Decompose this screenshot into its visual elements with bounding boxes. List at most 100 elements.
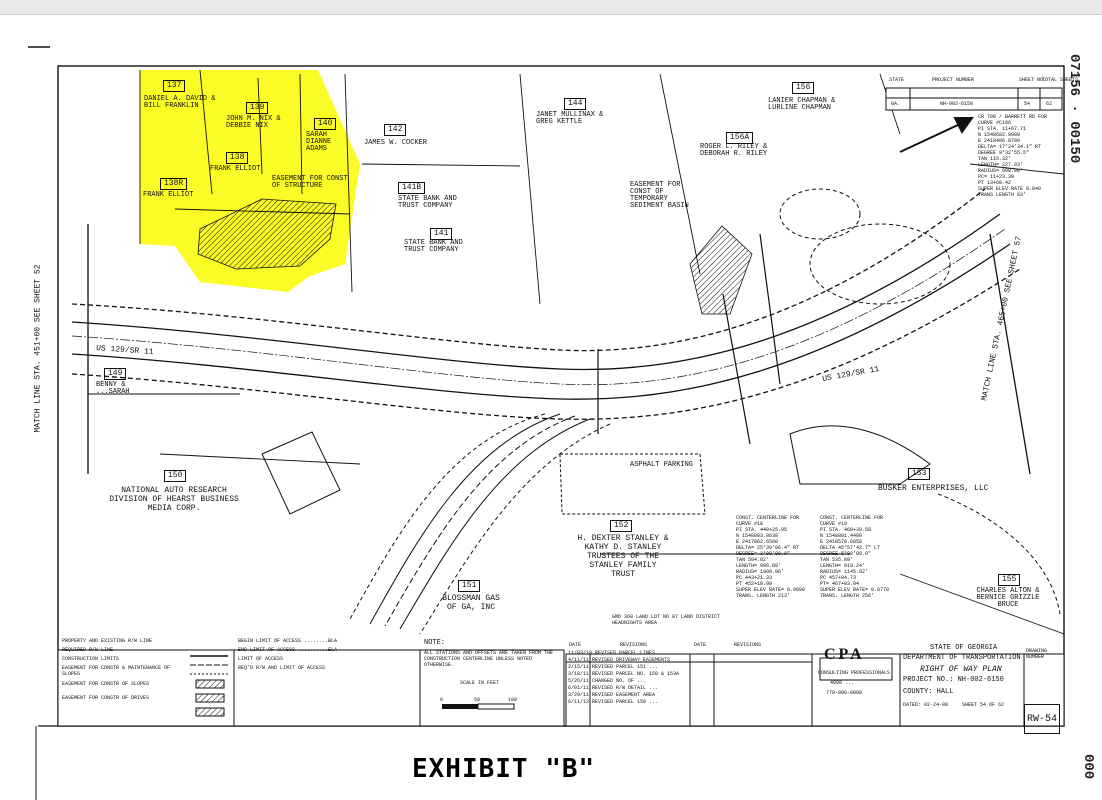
parcel-number: 150 bbox=[164, 470, 187, 482]
parcel-number: 137 bbox=[163, 80, 186, 92]
parcel-owner: FRANK ELLIOT bbox=[210, 165, 261, 173]
consultant-address: 4000 ... bbox=[830, 680, 855, 686]
revisions-header-2: REVISIONS bbox=[734, 642, 762, 648]
parcel-number: 156A bbox=[726, 132, 754, 144]
parcel-owner: LANIER CHAPMAN & LURLINE CHAPMAN bbox=[768, 97, 836, 112]
curve-c106-data: CR 700 / BARRETT RD FOR CURVE #C106 PI S… bbox=[978, 114, 1048, 198]
parcel-owner: STATE BANK AND TRUST COMPANY bbox=[404, 239, 463, 254]
title-dept: DEPARTMENT OF TRANSPORTATION bbox=[903, 654, 1021, 662]
title-county: COUNTY: HALL bbox=[903, 688, 954, 696]
note-title: NOTE: bbox=[424, 639, 446, 647]
parcel-owner: BENNY & ...SARAH bbox=[96, 381, 130, 396]
legend-access-item: REQ'D R/W AND LIMIT OF ACCESS bbox=[238, 665, 326, 671]
state-value: GA. bbox=[891, 101, 901, 107]
project-header-table bbox=[885, 87, 1063, 111]
match-line-right bbox=[989, 233, 1031, 475]
parcel-number: 151 bbox=[458, 580, 481, 592]
parcel-number: 155 bbox=[998, 574, 1021, 586]
consultant-box bbox=[811, 653, 901, 727]
revisions-table bbox=[565, 653, 813, 727]
legend-swatches bbox=[190, 655, 228, 717]
parcel-owner: FRANK ELLIOT bbox=[143, 191, 194, 199]
title-state: STATE OF GEORGIA bbox=[930, 644, 998, 652]
file-stamp-top: 07156 · 00150 bbox=[1066, 54, 1082, 164]
revisions-header: REVISIONS bbox=[620, 642, 648, 648]
parcel-owner: JOHN M. NIX & DEBBIE NIX bbox=[226, 115, 281, 130]
easement-structure-note: EASEMENT FOR CONST OF STRUCTURE bbox=[272, 175, 348, 190]
parcel-owner: H. DEXTER STANLEY & KATHY D. STANLEY TRU… bbox=[577, 534, 669, 579]
legend-item: REQUIRED R/W LINE bbox=[62, 647, 114, 653]
file-stamp-bottom: 000 bbox=[1080, 754, 1096, 780]
legend-box bbox=[57, 649, 565, 727]
cpa-logo: CPA bbox=[824, 646, 865, 663]
revision-row: 5/26/11 CHANGED NO. OF ... bbox=[568, 678, 647, 684]
drawing-number-label: DRAWING NUMBER bbox=[1026, 648, 1048, 660]
note-body: ALL STATIONS AND OFFSETS ARE TAKEN FROM … bbox=[424, 650, 554, 668]
total-sheets-value: 62 bbox=[1046, 101, 1053, 107]
easement-sediment-note: EASEMENT FOR CONST OF TEMPORARY SEDIMENT… bbox=[630, 181, 689, 210]
parcel-owner: JANET MULLINAX & GREG KETTLE bbox=[536, 111, 604, 126]
parcel-number: 144 bbox=[564, 98, 587, 110]
parcel-owner: CHARLES ALTON & BERNICE GRIZZLE BRUCE bbox=[976, 587, 1040, 609]
parcel-number: 149 bbox=[104, 368, 127, 380]
curve-18-data: CONST. CENTERLINE FOR CURVE #18 PI STA. … bbox=[736, 515, 806, 599]
revisions-date-header: DATE bbox=[569, 642, 582, 648]
parcel-number: 156 bbox=[792, 82, 815, 94]
project-number-value: NH-002-6150 bbox=[940, 101, 974, 107]
revision-row: 3/29/11 REVISED EASEMENT AREA bbox=[568, 692, 656, 698]
revision-row: 4/11/11 REVISED DRIVEWAY EASEMENTS bbox=[568, 657, 671, 663]
parcel-number: 153 bbox=[908, 468, 931, 480]
project-number-label: PROJECT NUMBER bbox=[932, 77, 975, 83]
legend-access-item: LIMIT OF ACCESS bbox=[238, 656, 284, 662]
title-block bbox=[899, 653, 1025, 727]
parcel-owner: NATIONAL AUTO RESEARCH DIVISION OF HEARS… bbox=[109, 486, 239, 513]
sediment-basin-easement bbox=[689, 225, 753, 315]
title-plan: RIGHT OF WAY PLAN bbox=[920, 665, 1002, 674]
legend-access-item: END LIMIT OF ACCESS ..........ELA bbox=[238, 647, 338, 653]
road-us-129 bbox=[71, 188, 1021, 420]
buildings bbox=[261, 188, 1061, 615]
scale-bar bbox=[442, 703, 515, 710]
legend-item: PROPERTY AND EXISTING R/W LINE bbox=[62, 638, 153, 644]
parcel-number: 141B bbox=[398, 182, 426, 194]
parcel-number: 138R bbox=[160, 178, 188, 190]
north-arrow-icon bbox=[899, 117, 974, 153]
hatched-easement bbox=[197, 198, 337, 270]
match-line-left-label: MATCH LINE STA. 451+00 SEE SHEET 52 bbox=[33, 264, 43, 433]
parcel-owner: BLOSSMAN GAS OF GA, INC bbox=[442, 594, 500, 612]
legend-item: EASEMENT FOR CONSTR OF SLOPES bbox=[62, 681, 150, 687]
parcel-owner: JAMES W. COCKER bbox=[364, 139, 428, 147]
sheet-no-value: 54 bbox=[1024, 101, 1031, 107]
parcel-number: 142 bbox=[384, 124, 407, 136]
revision-row: 2/15/11 REVISED PARCEL 151 ... bbox=[568, 664, 659, 670]
parcel-number: 141 bbox=[430, 228, 453, 240]
parcel-owner: SARAH DIANNE ADAMS bbox=[306, 131, 332, 153]
legend-access-item: BEGIN LIMIT OF ACCESS ........BLA bbox=[238, 638, 338, 644]
side-road bbox=[349, 413, 611, 635]
land-lot-note: GMD 360 LAND LOT NO 87 LAND DISTRICT HEA… bbox=[612, 614, 721, 626]
parcel-number: 138 bbox=[226, 152, 249, 164]
revision-row: 3/18/11 REVISED PARCEL NO. 150 & 153A bbox=[568, 671, 680, 677]
title-sheet: SHEET 54 OF 62 bbox=[962, 702, 1005, 708]
scale-label: SCALE IN FEET bbox=[460, 680, 500, 686]
revision-row: 6/11/12 REVISED PARCEL 150 ... bbox=[568, 699, 659, 705]
scale-tick: 50 bbox=[474, 697, 481, 703]
plan-drawing bbox=[28, 46, 1065, 800]
parcel-number: 139 bbox=[246, 102, 269, 114]
asphalt-parking-note: ASPHALT PARKING bbox=[630, 461, 694, 469]
total-sheets-label: TOTAL SHEETS bbox=[1042, 77, 1079, 83]
scale-tick: 100 bbox=[508, 697, 518, 703]
revisions-date-header-2: DATE bbox=[694, 642, 707, 648]
scale-tick: 0 bbox=[440, 697, 444, 703]
revision-row: 6/01/11 REVISED R/W DETAIL ... bbox=[568, 685, 659, 691]
cpa-logo-frame bbox=[819, 657, 893, 681]
legend-item: EASEMENT FOR CONSTR OF DRIVES bbox=[62, 695, 150, 701]
drawing-number: RW-54 bbox=[1024, 704, 1060, 734]
viewer-top-bar bbox=[0, 0, 1102, 15]
parcel-owner: DANIEL A. DAVID & BILL FRANKLIN bbox=[144, 95, 216, 110]
sheet-no-label: SHEET NO. bbox=[1019, 77, 1047, 83]
utility-lines bbox=[597, 233, 781, 445]
legend-item: CONSTRUCTION LIMITS bbox=[62, 656, 120, 662]
title-dated: DATED: 02-24-08 bbox=[903, 702, 949, 708]
parcel-number: 152 bbox=[610, 520, 633, 532]
